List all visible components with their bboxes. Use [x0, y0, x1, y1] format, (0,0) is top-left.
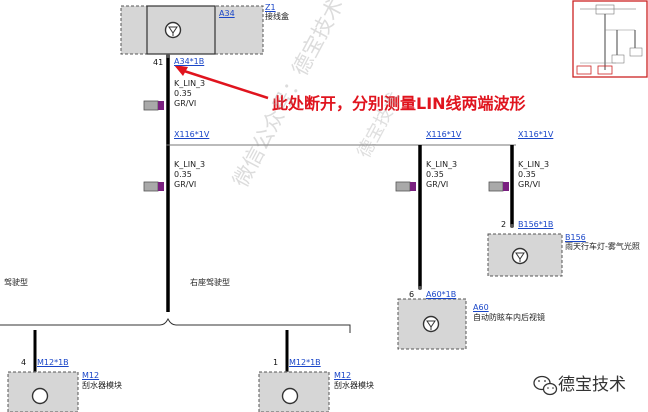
color-marker: [488, 181, 504, 192]
variant-left-label: 驾驶型: [4, 278, 28, 287]
wire-size: 0.35: [174, 89, 192, 98]
a34-connector-link[interactable]: A34*1B: [174, 57, 205, 66]
wire-size: 0.35: [426, 170, 444, 179]
m12-left-module-link[interactable]: M12: [82, 371, 100, 380]
variant-right-label: 右座驾驶型: [190, 278, 230, 287]
splice-link-3[interactable]: X116*1V: [518, 130, 554, 139]
a60-ground-icon: [422, 315, 440, 333]
a60-module-name: 自动防眩车内后视镜: [473, 313, 545, 322]
a60-module-box: [397, 298, 467, 350]
m12-right-module-name: 刮水器模块: [334, 381, 374, 390]
m12-right-module-link[interactable]: M12: [334, 371, 352, 380]
a60-module-link[interactable]: A60: [473, 303, 489, 312]
wire-color: GR/VI: [174, 99, 197, 108]
wire-signal: K_LIN_3: [174, 79, 206, 88]
b156-pin-number: 2: [501, 220, 507, 229]
a34-connector-pin: [166, 54, 170, 58]
z1-module-link[interactable]: Z1: [265, 3, 276, 12]
wire-signal: K_LIN_3: [174, 160, 206, 169]
wechat-icon: [533, 375, 558, 396]
m12-right-connector-link[interactable]: M12*1B: [289, 358, 321, 367]
a60-connector-link[interactable]: A60*1B: [426, 290, 457, 299]
z1-ground-icon: [164, 21, 182, 39]
wire-color: GR/VI: [426, 180, 449, 189]
m12-left-module-name: 刮水器模块: [82, 381, 122, 390]
m12-right-pin-number: 1: [273, 358, 279, 367]
m12-right-ground-icon: [281, 387, 299, 405]
brand-name: 德宝技术: [558, 375, 626, 395]
color-marker: [143, 181, 159, 192]
a34-pin-number: 41: [153, 58, 164, 67]
annotation-text: 此处断开，分别测量LIN线两端波形: [272, 94, 526, 113]
z1-module-name: 接线盒: [265, 12, 289, 21]
brand-logo: 德宝技术: [530, 370, 626, 395]
z1-module-box: [120, 5, 264, 55]
m12-left-ground-icon: [31, 387, 49, 405]
b156-connector-link[interactable]: B156*1B: [518, 220, 554, 229]
m12-left-pin-number: 4: [21, 358, 27, 367]
a60-pin-number: 6: [409, 290, 415, 299]
wire-color: GR/VI: [518, 180, 541, 189]
b156-module-link[interactable]: B156: [565, 233, 586, 242]
wire-signal: K_LIN_3: [518, 160, 550, 169]
variant-bracket: [0, 317, 351, 333]
a34-module-link[interactable]: A34: [219, 9, 235, 18]
color-marker: [143, 100, 159, 111]
b156-module-name: 雨天行车灯-雾气光照: [565, 242, 640, 251]
wire-size: 0.35: [518, 170, 536, 179]
wire-color: GR/VI: [174, 180, 197, 189]
color-marker: [395, 181, 411, 192]
wire-signal: K_LIN_3: [426, 160, 458, 169]
b156-ground-icon: [511, 247, 529, 265]
m12-left-connector-link[interactable]: M12*1B: [37, 358, 69, 367]
overview-thumbnail: [572, 0, 648, 78]
splice-link-2[interactable]: X116*1V: [426, 130, 462, 139]
wire-size: 0.35: [174, 170, 192, 179]
splice-link-1[interactable]: X116*1V: [174, 130, 210, 139]
a34-sub-box: [146, 5, 216, 55]
annotation-arrow: [180, 68, 269, 100]
